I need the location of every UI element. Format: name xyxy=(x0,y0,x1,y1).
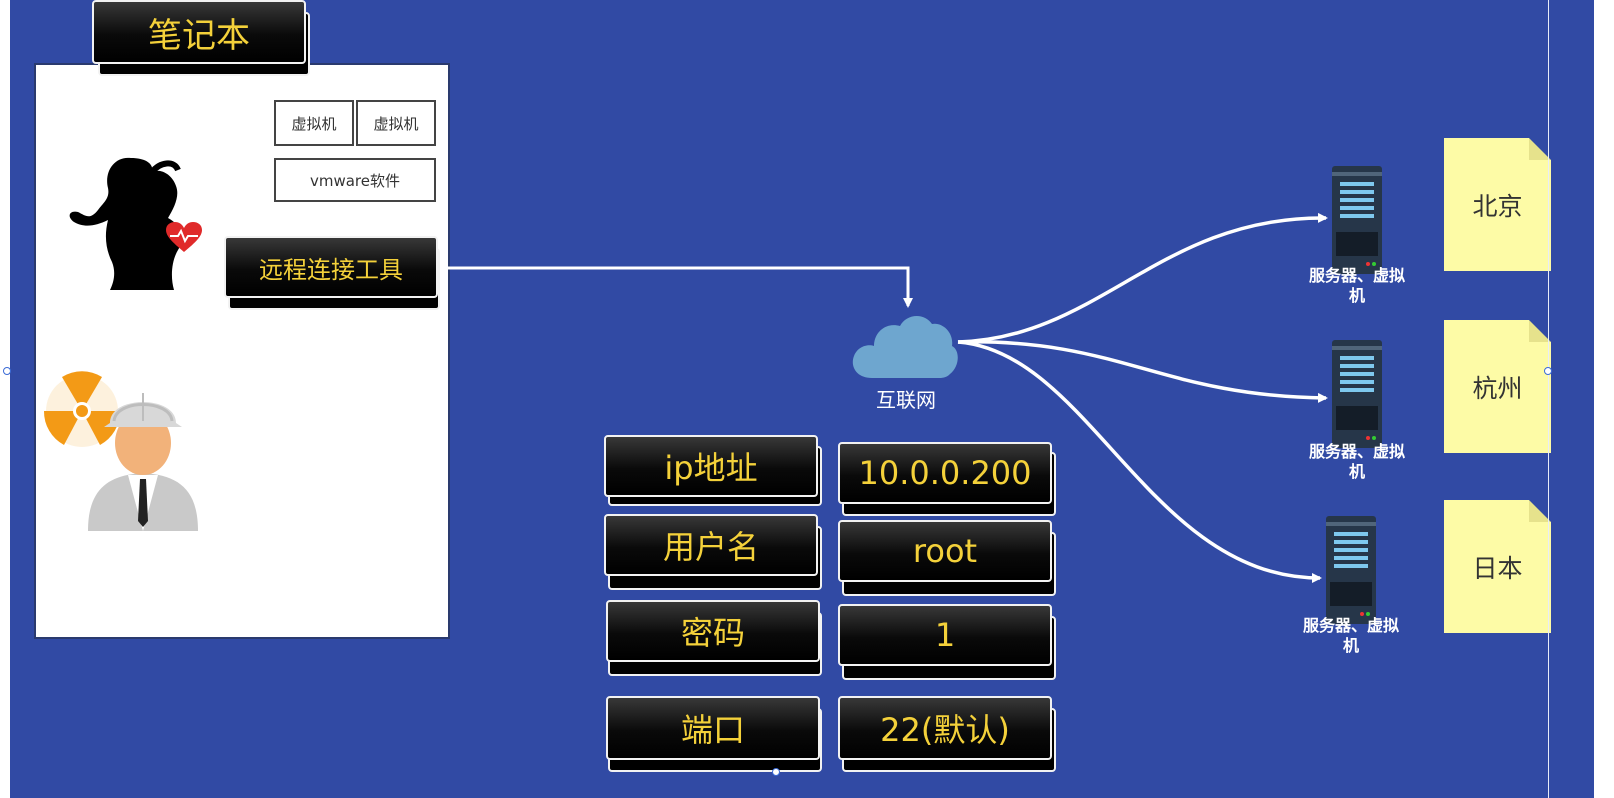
password-value: 1 xyxy=(838,604,1052,666)
port-value: 22(默认) xyxy=(838,696,1052,760)
resize-handle-right[interactable] xyxy=(1544,367,1552,375)
resize-handle-bottom[interactable] xyxy=(772,768,780,776)
server-label-1: 服务器、虚拟机 xyxy=(1308,266,1405,305)
remote-tool-box: 远程连接工具 xyxy=(224,236,438,298)
location-note-hangzhou: 杭州 xyxy=(1444,320,1551,453)
password-label: 密码 xyxy=(606,600,820,662)
note-fold xyxy=(1529,500,1551,522)
canvas-right-edge xyxy=(1548,0,1549,798)
server-rack-icon xyxy=(1332,340,1382,448)
ip-label: ip地址 xyxy=(604,435,818,497)
laptop-panel: 虚拟机 虚拟机 vmware软件 xyxy=(34,63,450,639)
location-label: 北京 xyxy=(1472,191,1523,221)
connector-internet-to-beijing xyxy=(957,212,1328,344)
server-label-2: 服务器、虚拟机 xyxy=(1308,442,1405,481)
vm-box-1: 虚拟机 xyxy=(274,100,354,146)
internet-label: 互联网 xyxy=(876,388,936,412)
woman-silhouette-icon xyxy=(69,157,182,290)
engineer-icon xyxy=(88,393,198,531)
diagram-canvas: 虚拟机 虚拟机 vmware软件 xyxy=(10,0,1594,798)
server-rack-icon xyxy=(1326,516,1376,624)
connector-internet-to-japan xyxy=(957,340,1322,583)
vmware-software-box: vmware软件 xyxy=(274,158,436,202)
ip-value: 10.0.0.200 xyxy=(838,442,1052,504)
connector-lines xyxy=(440,212,1328,583)
laptop-title: 笔记本 xyxy=(92,0,306,64)
connector-remote-to-internet xyxy=(440,266,913,308)
heart-icon xyxy=(166,222,202,252)
connector-internet-to-hangzhou xyxy=(957,340,1328,403)
location-label: 杭州 xyxy=(1472,373,1523,403)
radiation-icon xyxy=(43,371,121,447)
location-note-beijing: 北京 xyxy=(1444,138,1551,271)
resize-handle-left[interactable] xyxy=(3,367,11,375)
port-label: 端口 xyxy=(606,696,820,760)
server-rack-icon xyxy=(1332,166,1382,274)
cloud-icon xyxy=(852,315,958,378)
user-value: root xyxy=(838,520,1052,582)
location-label: 日本 xyxy=(1472,553,1523,583)
vm-box-2: 虚拟机 xyxy=(356,100,436,146)
server-label-3: 服务器、虚拟机 xyxy=(1302,616,1399,655)
note-fold xyxy=(1529,138,1551,160)
note-fold xyxy=(1529,320,1551,342)
user-label: 用户名 xyxy=(604,514,818,576)
location-note-japan: 日本 xyxy=(1444,500,1551,633)
